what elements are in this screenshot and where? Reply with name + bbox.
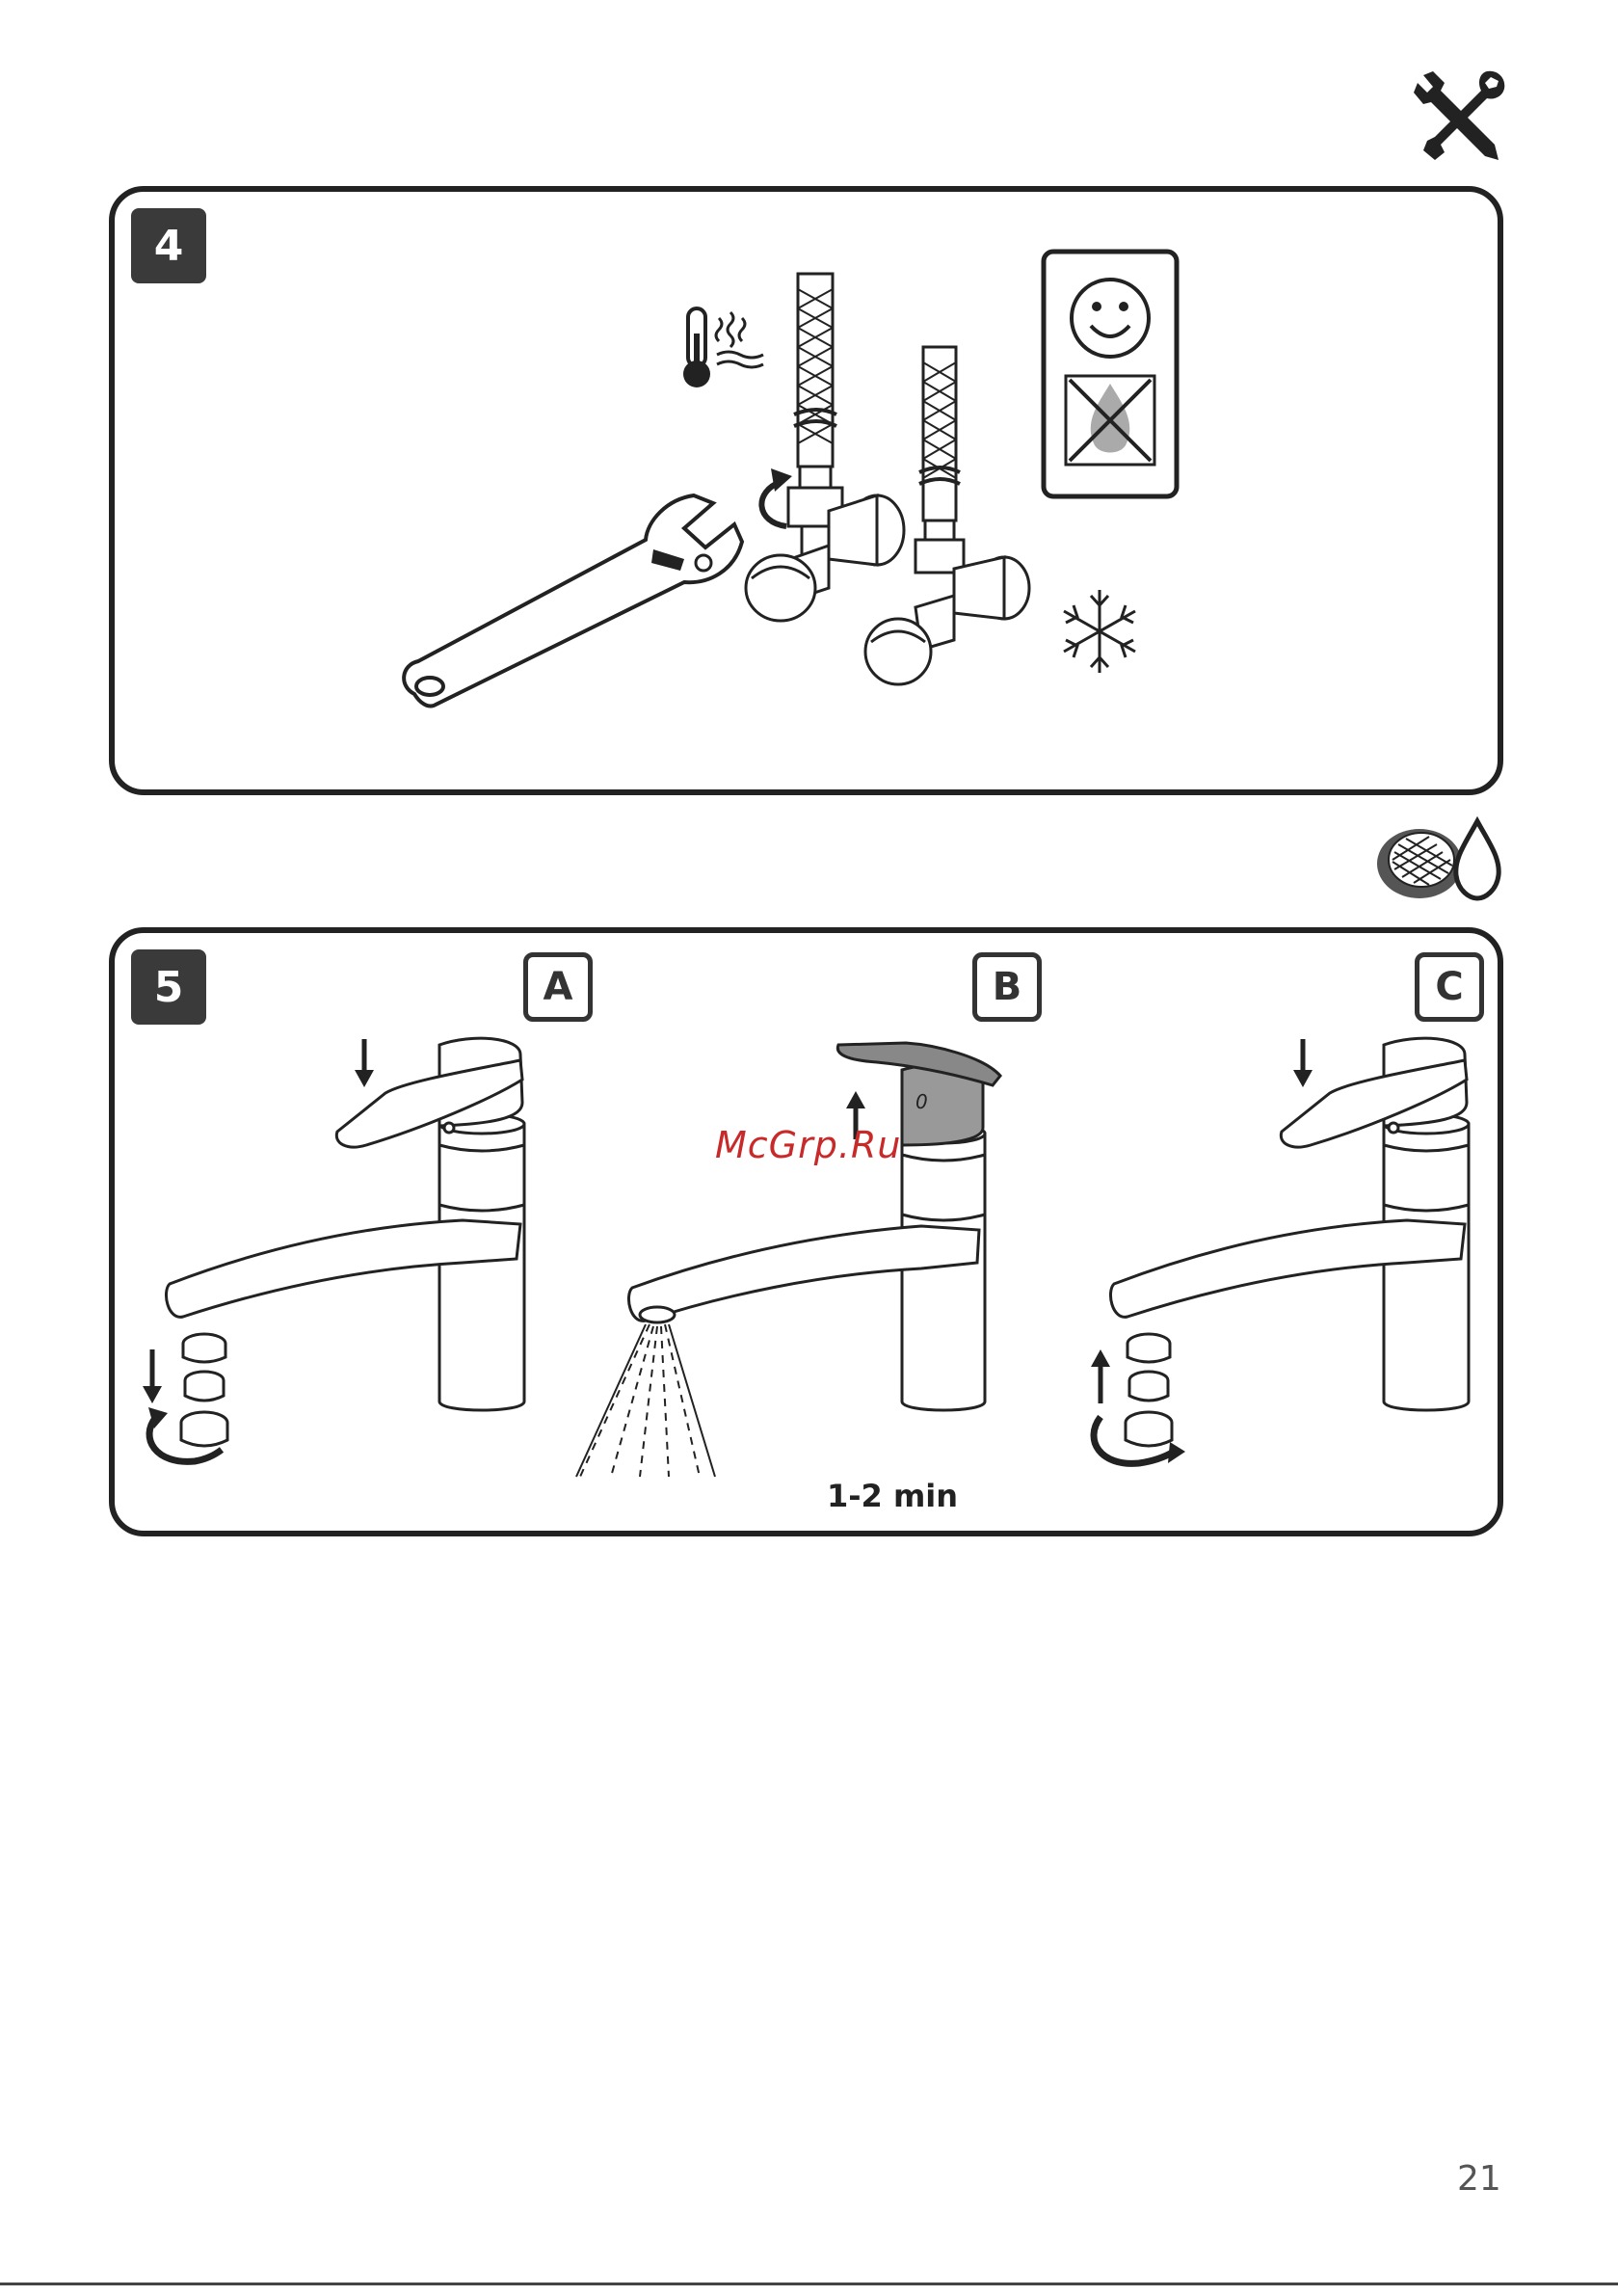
indicator-box	[1041, 249, 1180, 499]
step-5c-badge: C	[1415, 952, 1484, 1022]
svg-text:0: 0	[915, 1090, 928, 1113]
wrench-screwdriver-icon	[1412, 67, 1508, 164]
faucet-a-illustration	[145, 1031, 530, 1475]
faucet-b-illustration: 0	[569, 1031, 1012, 1484]
wrench-icon	[395, 482, 761, 713]
step-5a-badge: A	[523, 952, 593, 1022]
faucet-c-illustration	[1079, 1031, 1484, 1475]
filter-water-drop-icon	[1373, 817, 1503, 904]
page-number: 21	[1457, 2159, 1501, 2199]
step-5b-badge: B	[972, 952, 1042, 1022]
step-4-badge: 4	[131, 208, 206, 283]
cold-snowflake-icon	[1054, 586, 1145, 677]
bottom-rule	[0, 2283, 1618, 2285]
angle-valves-illustration	[732, 270, 1050, 694]
flush-duration-label: 1-2 min	[827, 1478, 958, 1514]
step-5-badge: 5	[131, 949, 206, 1025]
watermark: McGrp.Ru	[715, 1124, 901, 1166]
